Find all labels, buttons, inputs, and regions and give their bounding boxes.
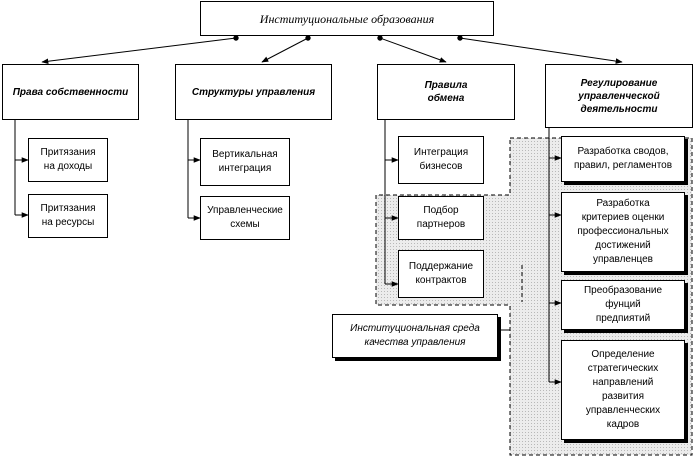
exchange-item: Подбор партнеров bbox=[398, 196, 484, 240]
category-structures: Структуры управления bbox=[175, 64, 332, 120]
root-box: Институциональные образования bbox=[200, 1, 494, 36]
ownership-item: Притязания на доходы bbox=[28, 138, 108, 182]
structures-item-label: Управленческие схемы bbox=[207, 205, 283, 230]
regulation-item: Определение стратегических направлений р… bbox=[561, 340, 685, 440]
regulation-item-label: Разработка сводов, правил, регламентов bbox=[573, 146, 673, 171]
regulation-item: Преобразование фунций предпиятий bbox=[561, 280, 685, 330]
environment-label-box: Институциональная среда качества управле… bbox=[332, 314, 498, 358]
structures-connectors bbox=[187, 120, 201, 221]
category-structures-label: Структуры управления bbox=[191, 86, 316, 98]
category-ownership: Права собственности bbox=[2, 64, 139, 120]
exchange-item-label: Интеграция бизнесов bbox=[413, 147, 469, 172]
structures-item-label: Вертикальная интеграция bbox=[212, 149, 278, 174]
ownership-item-label: Притязания на ресурсы bbox=[40, 203, 96, 228]
regulation-item-label: Разработка критериев оценки профессионал… bbox=[577, 198, 669, 265]
exchange-item-label: Поддержание контрактов bbox=[408, 261, 474, 286]
ownership-connectors bbox=[14, 120, 29, 218]
ownership-item: Притязания на ресурсы bbox=[28, 194, 108, 238]
category-regulation-label: Регулирование управленческой деятельност… bbox=[578, 77, 660, 115]
exchange-item: Интеграция бизнесов bbox=[398, 136, 484, 184]
category-exchange: Правила обмена bbox=[377, 64, 515, 120]
regulation-item-label: Преобразование фунций предпиятий bbox=[583, 285, 663, 324]
structures-item: Вертикальная интеграция bbox=[200, 138, 290, 186]
regulation-item-label: Определение стратегических направлений р… bbox=[585, 349, 661, 430]
category-regulation: Регулирование управленческой деятельност… bbox=[545, 64, 693, 128]
environment-label: Институциональная среда качества управле… bbox=[350, 323, 480, 348]
category-ownership-label: Права собственности bbox=[12, 86, 129, 98]
structures-item: Управленческие схемы bbox=[200, 196, 290, 240]
regulation-connectors bbox=[548, 128, 562, 385]
regulation-item: Разработка сводов, правил, регламентов bbox=[561, 136, 685, 182]
environment-pointer bbox=[497, 265, 523, 331]
ownership-item-label: Притязания на доходы bbox=[40, 147, 96, 172]
exchange-connectors bbox=[384, 120, 399, 287]
root-label: Институциональные образования bbox=[259, 11, 435, 26]
exchange-item-label: Подбор партнеров bbox=[416, 205, 466, 230]
exchange-item: Поддержание контрактов bbox=[398, 250, 484, 298]
root-connectors bbox=[41, 35, 623, 65]
regulation-item: Разработка критериев оценки профессионал… bbox=[561, 192, 685, 272]
category-exchange-label: Правила обмена bbox=[424, 80, 468, 104]
